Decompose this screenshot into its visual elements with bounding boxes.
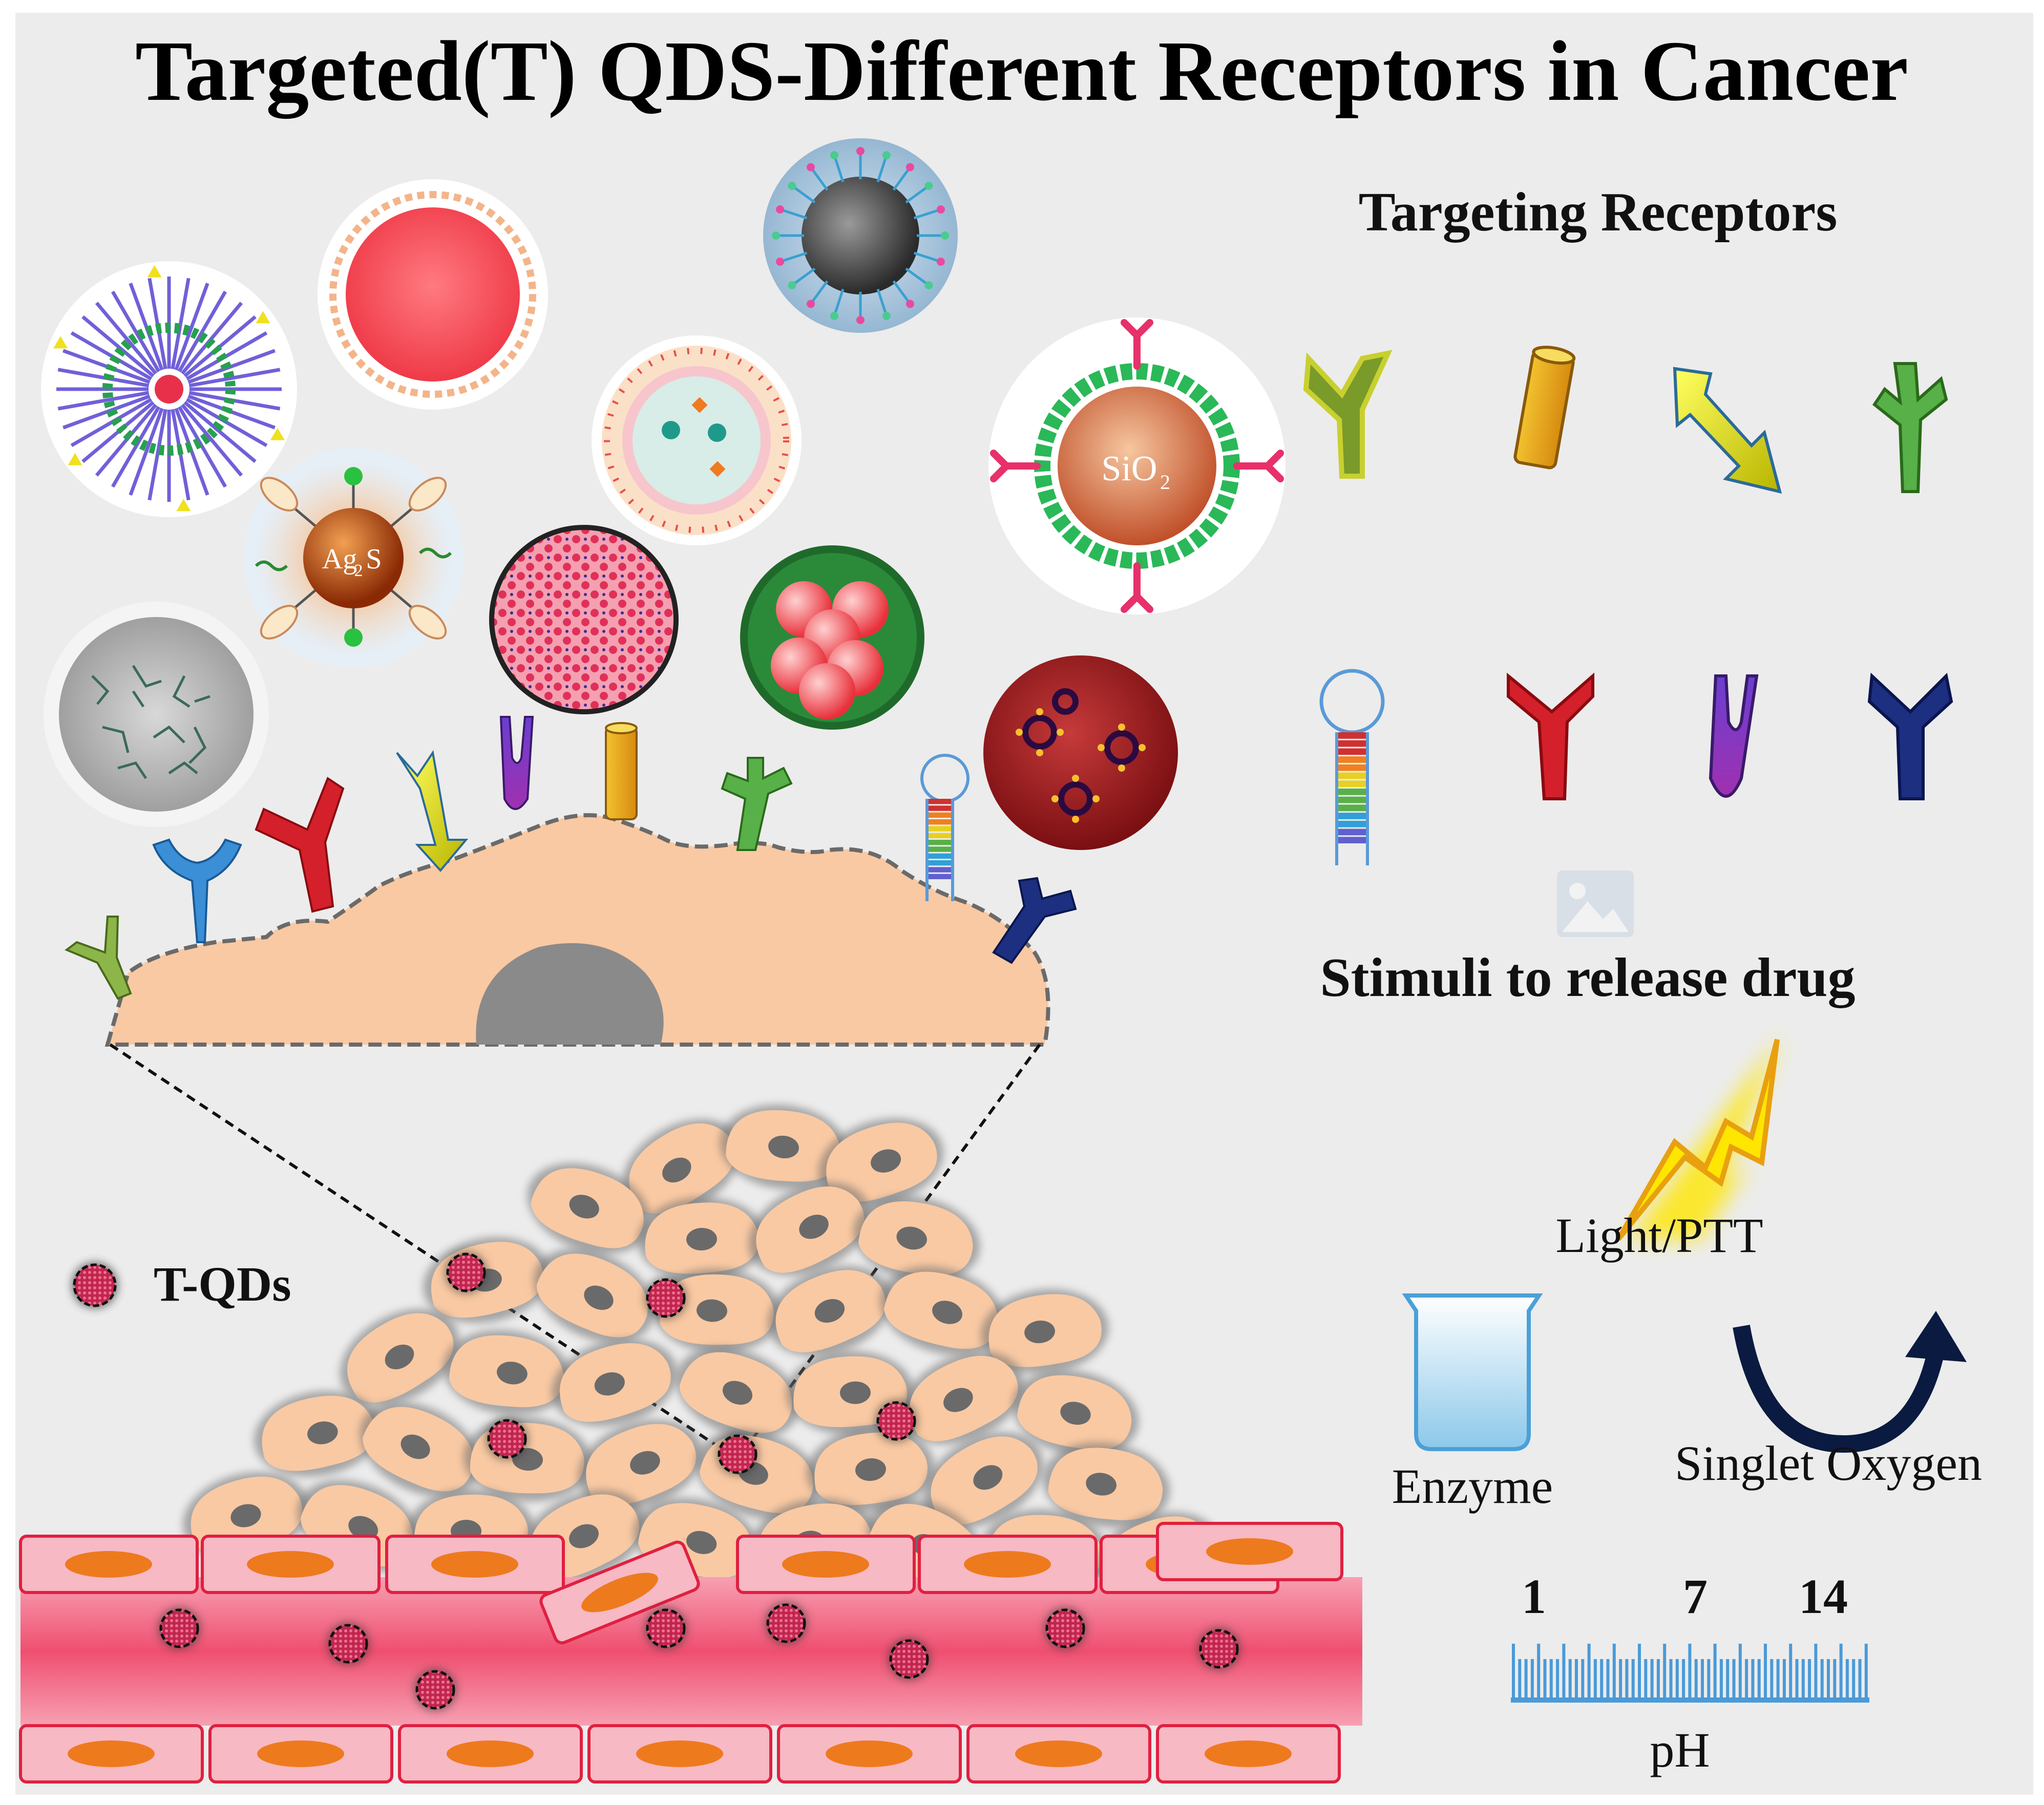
zoom-lines: [109, 1043, 1041, 1461]
light-ptt-icon: [1616, 1034, 1782, 1241]
receptor-yellow-arrow-cell: [396, 750, 469, 873]
quantum-dots: [158, 1251, 1240, 1711]
legend-receptor-yellow-arrow: [1673, 367, 1782, 494]
micelle-cluster: [740, 545, 924, 730]
receptor-green-x-cell: [721, 757, 793, 851]
diagram-title: Targeted(T) QDS-Different Receptors in C…: [135, 24, 1908, 119]
liposome-drug-nanoparticle: [592, 335, 802, 545]
enzyme-beaker-icon: [1402, 1293, 1543, 1451]
ph-scale-icon: 1 7 14: [1511, 1569, 1869, 1703]
receptor-red-y-cell: [255, 776, 345, 913]
legend-receptor-navy-y: [1867, 672, 1953, 800]
legend-receptor-orange-cylinder: [1513, 346, 1576, 470]
image-placeholder-icon: [1557, 870, 1634, 937]
blood-vessel: [19, 1522, 1362, 1783]
receptor-green-y-cell: [65, 916, 132, 1000]
ag2s-label-ag: Ag: [322, 543, 357, 575]
stimuli-heading: Stimuli to release drug: [1320, 947, 1856, 1008]
light-ptt-label: Light/PTT: [1555, 1208, 1763, 1263]
receptor-blue-y-cell: [152, 838, 242, 943]
ligand-coated-sphere: [763, 138, 958, 333]
ag2s-label-s: S: [366, 543, 382, 575]
ph-label: pH: [1650, 1723, 1710, 1777]
cancer-cell-with-receptors: [104, 813, 1050, 1047]
ph-low-label: 1: [1522, 1569, 1546, 1624]
dendrimer-nanoparticle: [41, 261, 297, 517]
receptor-aptamer-hairpin-cell: [920, 754, 970, 901]
enzyme-label: Enzyme: [1392, 1459, 1553, 1514]
legend-receptor-green-x: [1872, 362, 1948, 493]
ph-mid-label: 7: [1683, 1569, 1708, 1624]
packed-qd-cluster: [489, 525, 679, 714]
liposome-red-nanoparticle: [318, 179, 548, 410]
ph-high-label: 14: [1799, 1569, 1848, 1624]
porous-red-nanoparticle: [983, 655, 1178, 850]
sio2-label-sub: 2: [1160, 471, 1170, 494]
legend-receptor-red-y: [1507, 672, 1594, 800]
legend-receptor-green-y: [1303, 350, 1393, 479]
sio2-label: SiO: [1102, 449, 1157, 489]
targeting-receptors-heading: Targeting Receptors: [1359, 182, 1838, 243]
sio2-nanoparticle: SiO 2: [988, 317, 1286, 614]
singlet-oxygen-arrow-icon: [1733, 1311, 1967, 1453]
receptor-purple-tube-cell: [499, 716, 534, 810]
ag2s-quantum-dot: Ag 2 S: [243, 448, 463, 668]
legend-receptor-purple-tube: [1709, 674, 1759, 798]
legend-tqds-label: T-QDs: [154, 1257, 291, 1311]
receptor-navy-y-cell: [992, 877, 1077, 964]
legend-receptor-aptamer-hairpin: [1319, 669, 1385, 865]
singlet-oxygen-label: Singlet Oxygen: [1675, 1436, 1982, 1491]
ag2s-label-sub: 2: [354, 561, 363, 580]
polymer-network-nanoparticle: [44, 602, 269, 827]
receptor-orange-cylinder-cell: [605, 722, 638, 820]
legend-tqds: T-QDs: [71, 1257, 291, 1311]
